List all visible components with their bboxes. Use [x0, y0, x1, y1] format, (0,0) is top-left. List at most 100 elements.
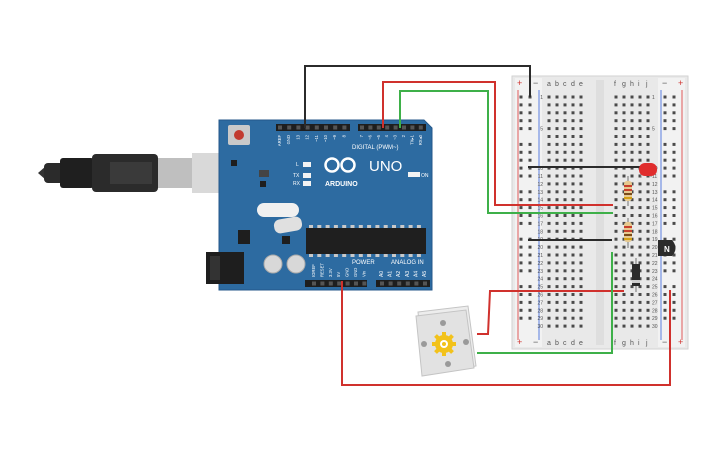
breadboard-hole[interactable] [555, 245, 559, 249]
breadboard-hole[interactable] [563, 174, 567, 178]
rail-hole[interactable] [519, 269, 523, 273]
wire-pin-to-transistor-resistor[interactable] [399, 90, 613, 214]
rail-hole[interactable] [519, 308, 523, 312]
breadboard-hole[interactable] [555, 221, 559, 225]
breadboard-hole[interactable] [571, 269, 575, 273]
rail-hole[interactable] [672, 214, 676, 217]
breadboard-hole[interactable] [622, 127, 626, 131]
breadboard-hole[interactable] [579, 95, 583, 99]
resistor-led[interactable] [624, 176, 632, 206]
rail-hole[interactable] [528, 245, 532, 249]
digital-pin-socket[interactable] [410, 125, 415, 130]
breadboard-hole[interactable] [563, 245, 567, 249]
breadboard-hole[interactable] [614, 214, 618, 217]
reset-button-cap[interactable] [234, 130, 244, 140]
rail-hole[interactable] [663, 103, 667, 107]
breadboard-hole[interactable] [614, 190, 618, 194]
breadboard-hole[interactable] [630, 174, 634, 178]
breadboard-hole[interactable] [622, 182, 626, 186]
breadboard-hole[interactable] [646, 135, 650, 138]
rail-hole[interactable] [528, 190, 532, 194]
rail-hole[interactable] [663, 214, 667, 217]
breadboard-hole[interactable] [614, 221, 618, 225]
breadboard-hole[interactable] [638, 229, 642, 233]
breadboard-hole[interactable] [579, 245, 583, 249]
breadboard-hole[interactable] [622, 324, 626, 328]
rail-hole[interactable] [519, 237, 523, 241]
analog-pin-socket[interactable] [380, 281, 384, 286]
breadboard-hole[interactable] [547, 198, 551, 202]
breadboard-hole[interactable] [579, 285, 583, 289]
breadboard-hole[interactable] [630, 324, 634, 328]
breadboard-hole[interactable] [638, 261, 642, 265]
breadboard-hole[interactable] [571, 111, 575, 115]
breadboard-hole[interactable] [622, 269, 626, 273]
breadboard-hole[interactable] [547, 269, 551, 273]
breadboard-hole[interactable] [563, 142, 567, 146]
breadboard-hole[interactable] [555, 214, 559, 217]
rail-hole[interactable] [672, 316, 676, 320]
wires[interactable] [304, 65, 671, 386]
breadboard-hole[interactable] [614, 158, 618, 162]
breadboard-hole[interactable] [638, 174, 642, 178]
breadboard-hole[interactable] [547, 261, 551, 265]
breadboard-hole[interactable] [547, 324, 551, 328]
rail-hole[interactable] [519, 158, 523, 162]
breadboard-hole[interactable] [638, 324, 642, 328]
breadboard-hole[interactable] [555, 111, 559, 115]
breadboard-hole[interactable] [630, 142, 634, 146]
breadboard-hole[interactable] [646, 103, 650, 107]
breadboard-hole[interactable] [547, 285, 551, 289]
breadboard-hole[interactable] [563, 229, 567, 233]
rail-hole[interactable] [672, 237, 676, 241]
breadboard-hole[interactable] [630, 135, 634, 138]
breadboard-hole[interactable] [638, 103, 642, 107]
breadboard-hole[interactable] [614, 277, 618, 281]
breadboard-hole[interactable] [563, 135, 567, 138]
breadboard-hole[interactable] [622, 142, 626, 146]
breadboard-hole[interactable] [571, 285, 575, 289]
breadboard-hole[interactable] [547, 221, 551, 225]
breadboard-hole[interactable] [638, 150, 642, 154]
breadboard-hole[interactable] [563, 253, 567, 257]
rail-hole[interactable] [528, 166, 532, 170]
breadboard-hole[interactable] [646, 221, 650, 225]
breadboard-hole[interactable] [571, 119, 575, 123]
breadboard-hole[interactable] [571, 229, 575, 233]
breadboard-hole[interactable] [547, 95, 551, 99]
rail-hole[interactable] [663, 119, 667, 123]
breadboard-hole[interactable] [638, 253, 642, 257]
analog-pin-socket[interactable] [414, 281, 419, 286]
breadboard-hole[interactable] [579, 127, 583, 131]
breadboard-hole[interactable] [630, 253, 634, 257]
breadboard-hole[interactable] [571, 261, 575, 265]
rail-hole[interactable] [528, 261, 532, 265]
rail-hole[interactable] [663, 142, 667, 146]
breadboard-hole[interactable] [547, 174, 551, 178]
rail-hole[interactable] [519, 285, 523, 289]
breadboard-hole[interactable] [638, 206, 642, 210]
breadboard-hole[interactable] [555, 261, 559, 265]
rail-hole[interactable] [663, 206, 667, 210]
breadboard-hole[interactable] [638, 158, 642, 162]
digital-pin-socket[interactable] [333, 125, 338, 130]
breadboard-hole[interactable] [630, 150, 634, 154]
breadboard-hole[interactable] [563, 158, 567, 162]
breadboard-hole[interactable] [630, 127, 634, 131]
rail-hole[interactable] [519, 190, 523, 194]
breadboard-hole[interactable] [547, 316, 551, 320]
analog-pin-socket[interactable] [423, 281, 427, 286]
breadboard-hole[interactable] [630, 300, 634, 304]
breadboard-hole[interactable] [614, 261, 618, 265]
breadboard-hole[interactable] [571, 214, 575, 217]
breadboard-hole[interactable] [555, 277, 559, 281]
rail-hole[interactable] [663, 95, 667, 99]
rail-hole[interactable] [672, 95, 676, 99]
breadboard-hole[interactable] [614, 285, 618, 289]
breadboard-hole[interactable] [614, 206, 618, 210]
breadboard-hole[interactable] [622, 285, 626, 289]
rail-hole[interactable] [663, 285, 667, 289]
digital-pin-socket[interactable] [393, 125, 398, 130]
led-red[interactable] [639, 163, 657, 177]
breadboard-hole[interactable] [555, 182, 559, 186]
